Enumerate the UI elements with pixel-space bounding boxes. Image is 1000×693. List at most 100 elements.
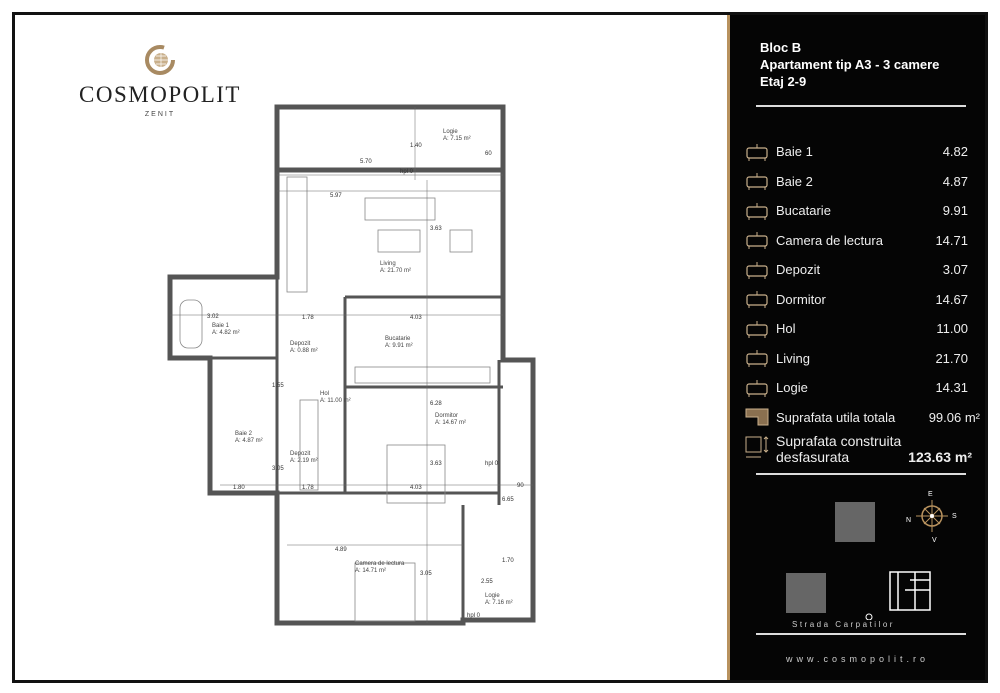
globe-logo-icon [145,45,175,75]
balcony-icon [740,377,774,399]
dimension-label: 90 [517,483,524,489]
room-name-label: Bucatarie [385,336,411,342]
room-name-label: Logie [485,593,500,599]
room-name-label: Hol [320,391,329,397]
neighbor-building [835,502,875,542]
built-area-label: Suprafata construita [776,433,902,449]
dimension-label: 1.80 [233,485,245,491]
room-value: 4.87 [942,173,968,189]
location-marker-icon [865,613,873,620]
dimension-label: 3.02 [207,314,219,320]
dimension-label: 3.05 [272,466,284,472]
dimension-label: 6.28 [430,401,442,407]
dimension-label: 4.03 [410,315,422,321]
coffee-table [377,229,421,253]
storage-icon [740,259,774,281]
inner-walls [210,277,503,623]
dimension-label: 1.55 [272,383,284,389]
room-label: Bucatarie [776,203,831,219]
dimension-label: 1.78 [302,485,314,491]
compass-e: E [928,491,933,498]
divider [756,105,966,107]
toilet-icon [740,170,774,192]
dimensions-icon [744,435,772,464]
bed-lectura [354,562,416,622]
outer-wall [167,170,536,626]
room-value: 9.91 [942,203,968,219]
floor-area-icon [740,406,774,428]
floor-range: Etaj 2-9 [760,74,807,89]
room-label: Logie [776,380,808,396]
dimension-label: 3.63 [430,461,442,467]
room-value: 14.31 [935,380,968,396]
info-panel: Bloc B Apartament tip A3 - 3 camere Etaj… [730,15,985,680]
room-area-label: A: 14.71 m² [355,568,386,574]
room-label: Suprafata utila totala [776,409,896,425]
living-icon [740,347,774,369]
armchair-icon [740,229,774,251]
room-value: 3.07 [942,262,968,278]
room-area-label: A: 7.16 m² [485,600,513,606]
compass-v: V [932,537,937,544]
room-area-label: A: 4.87 m² [235,438,263,444]
wardrobe [286,176,308,293]
divider [756,633,966,635]
room-name-label: Baie 2 [235,431,253,437]
room-row: Logie 14.31 [740,373,980,403]
room-name-label: Dormitor [435,413,458,419]
compass-n: N [906,517,911,524]
room-area-label: A: 2.19 m² [290,458,318,464]
room-row: Bucatarie 9.91 [740,196,980,226]
hallway-icon [740,318,774,340]
compass-s: S [952,513,957,520]
dimension-label: hpl 0 [400,169,414,175]
room-value: 11.00 [936,321,968,337]
armchair [449,229,473,253]
dimension-label: 5.70 [360,159,372,165]
room-label: Baie 1 [776,144,813,160]
dimension-label: 60 [485,151,492,157]
neighbor-building [786,573,826,613]
room-area-label: A: 0.88 m² [290,348,318,354]
brand-name: COSMOPOLIT [79,82,241,107]
dimension-label: 4.03 [410,485,422,491]
room-area-label: A: 9.91 m² [385,343,413,349]
dimension-label: 1.40 [410,143,422,149]
built-area-value: 123.63 m² [908,449,972,465]
kitchen-icon [740,200,774,222]
wall-logia-top [274,104,506,173]
built-area-label-2: desfasurata [776,449,850,465]
dimension-label: 1.78 [302,315,314,321]
dimension-label: 6.65 [502,497,514,503]
room-label: Living [776,350,810,366]
accent-divider [727,15,730,680]
logo: COSMOPOLIT ZENIT [70,45,250,118]
room-area-label: A: 4.82 m² [212,330,240,336]
block-name: Bloc B [760,40,802,55]
dimension-label: 1.70 [502,558,514,564]
room-name-label: Baie 1 [212,323,230,329]
dimension-label: 5.97 [330,193,342,199]
dimension-label: 3.63 [430,226,442,232]
room-name-label: Logie [443,129,458,135]
room-value: 14.67 [935,291,968,307]
dimension-label: hpl 0 [485,461,499,467]
room-value: 14.71 [935,232,968,248]
divider [756,473,966,475]
room-area-label: A: 14.67 m² [435,420,466,426]
street-name: Strada Carpatilor [792,620,895,629]
sofa [364,197,436,221]
dimension-label: 3.05 [420,571,432,577]
website-link[interactable]: www.cosmopolit.ro [785,654,930,664]
room-name-label: Depozit [290,451,311,457]
room-area-label: A: 21.70 m² [380,268,411,274]
